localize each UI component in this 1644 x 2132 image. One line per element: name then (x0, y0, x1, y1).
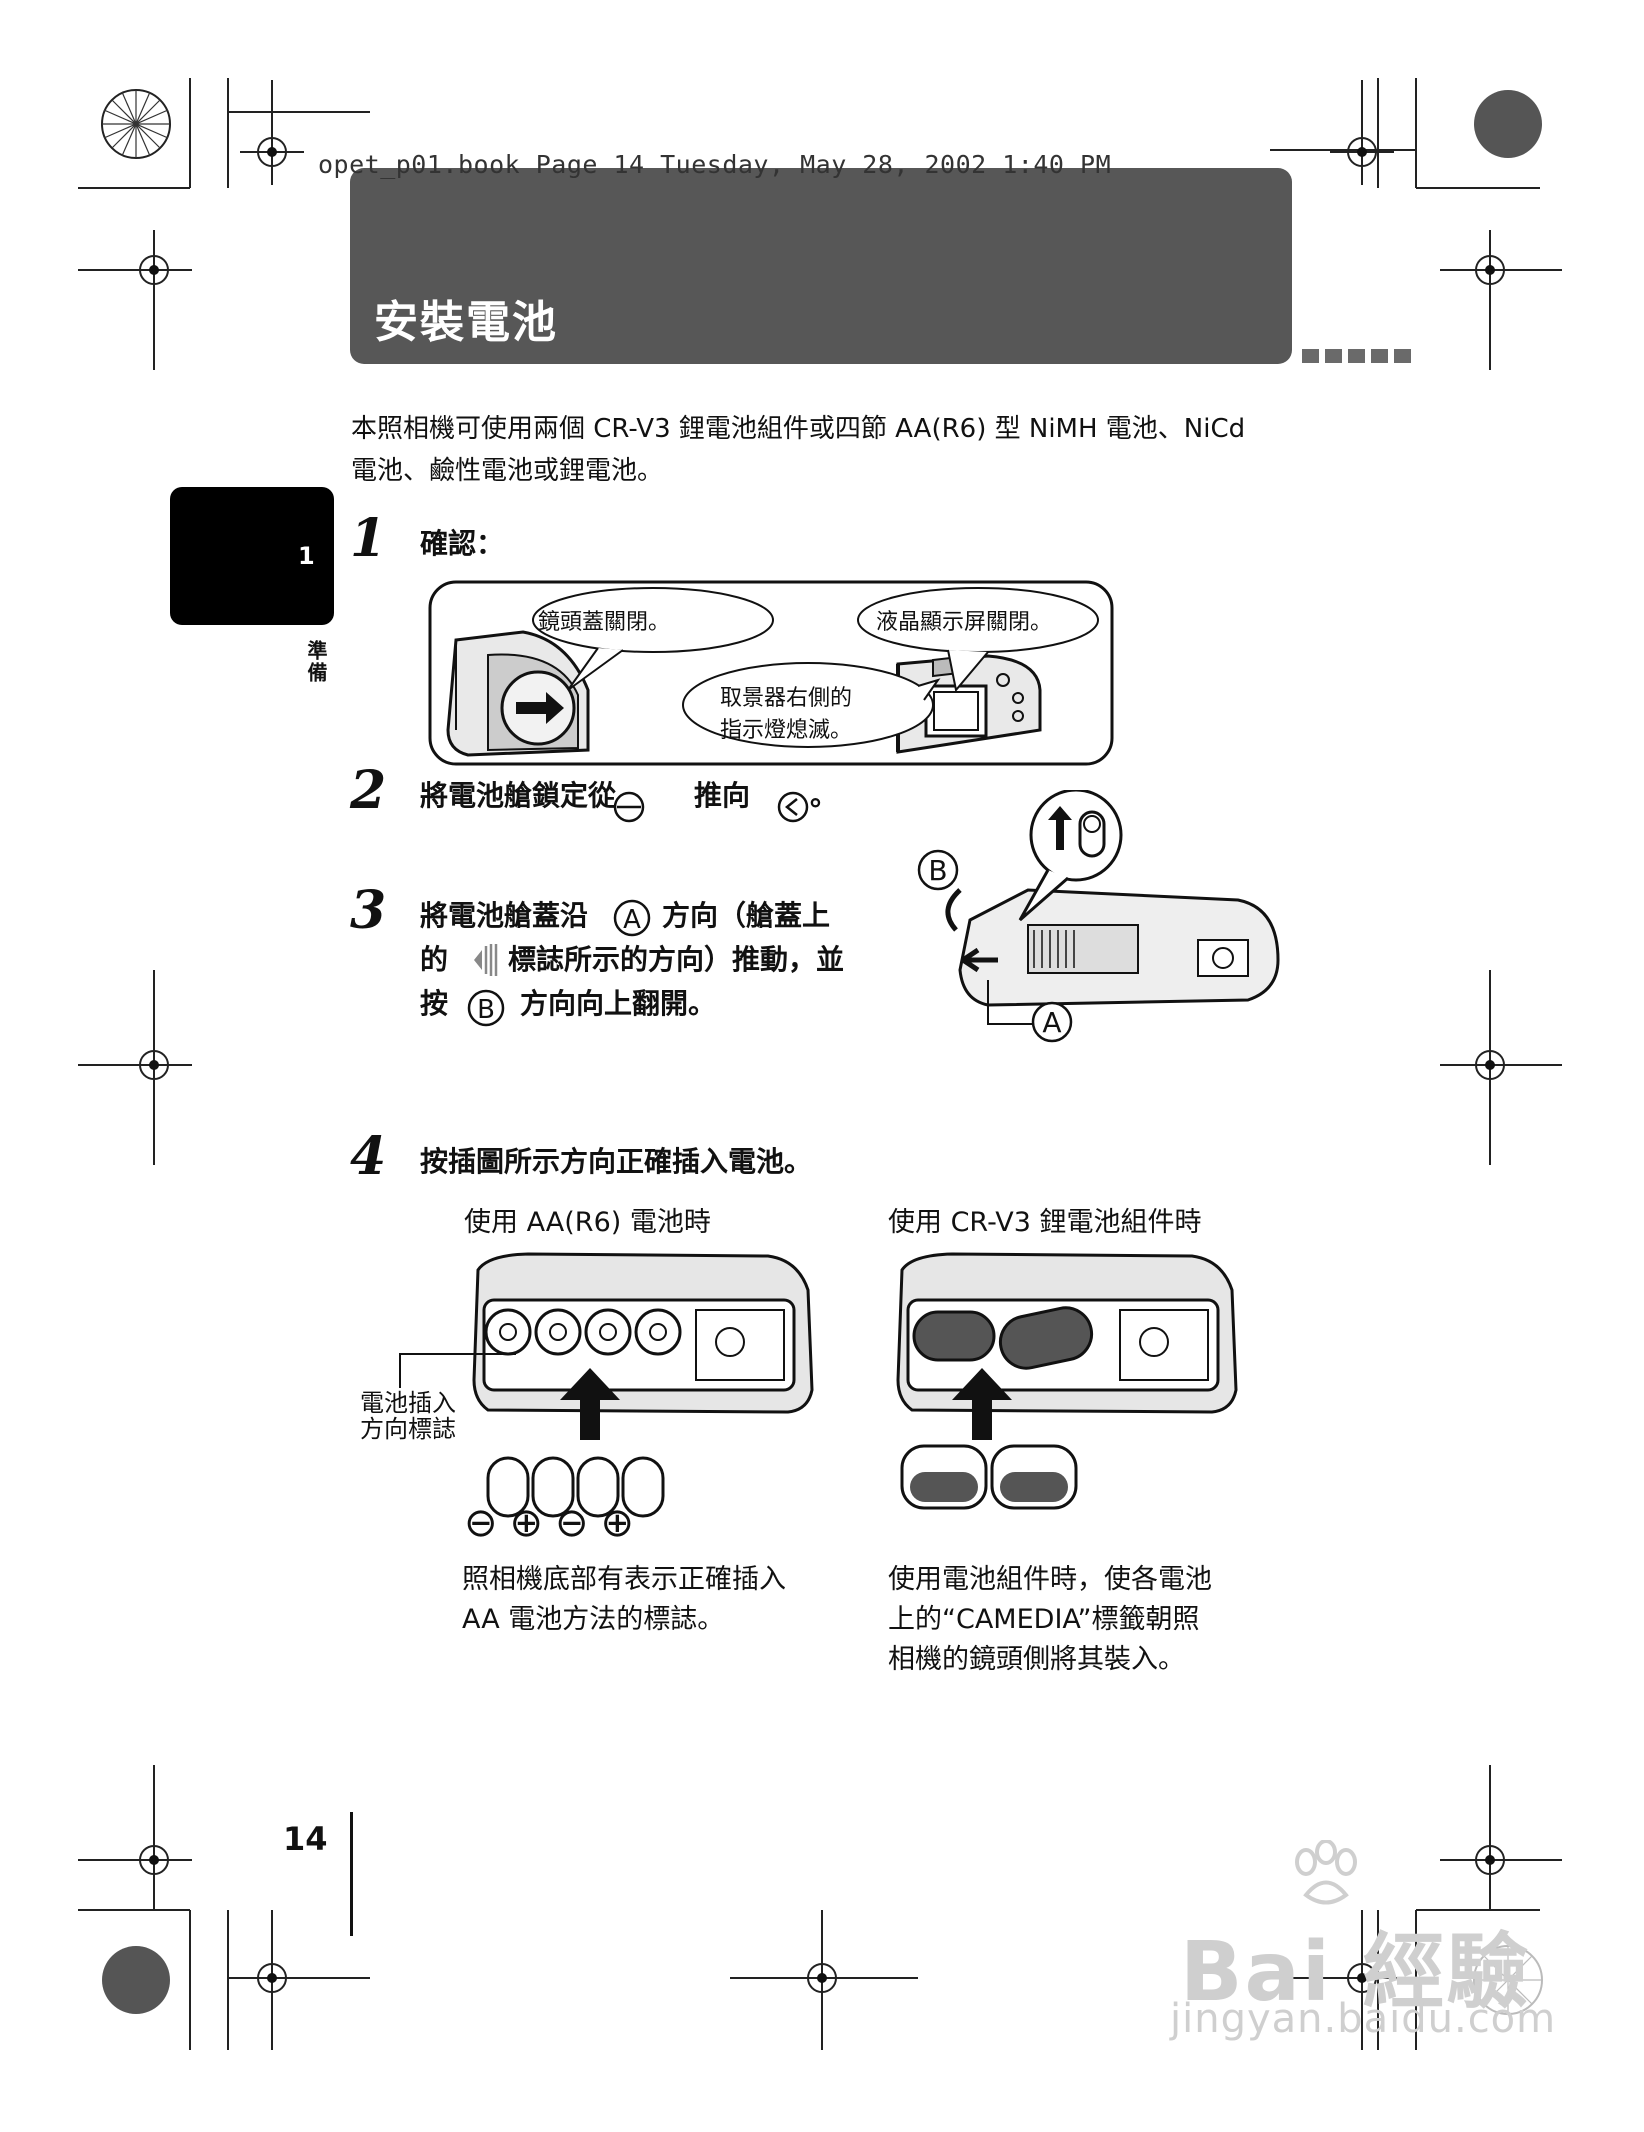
step-2-text-a: 將電池艙鎖定從 (420, 779, 617, 812)
paw-logo-icon (1295, 1840, 1357, 1905)
unlock-position-icon (777, 791, 809, 823)
camera-front-drawing (446, 630, 590, 757)
step-3-number: 3 (350, 880, 387, 941)
mark-callout-line (399, 1353, 516, 1388)
step-2-number: 2 (350, 760, 387, 821)
direction-mark-label-line-2: 方向標誌 (360, 1415, 456, 1443)
crv3-caption-line-1: 使用電池組件時，使各電池 (888, 1564, 1212, 1595)
watermark-logo: Bai 經驗 (1180, 1925, 1531, 2020)
step-3-line-1a: 將電池艙蓋沿 (420, 899, 589, 932)
label-b-circle: B (917, 849, 959, 891)
viewfinder-bubble-line-2: 指示燈熄滅。 (720, 718, 853, 743)
aa-battery-illustration (472, 1252, 814, 1518)
step-4-text: 按插圖所示方向正確插入電池。 (420, 1145, 813, 1178)
step-4-number: 4 (350, 1126, 387, 1187)
intro-line-1: 本照相機可使用兩個 CR-V3 鋰電池組件或四節 AA(R6) 型 NiMH 電… (351, 414, 1246, 444)
chapter-number: 1 (298, 542, 315, 570)
direction-mark-label: 電池插入 方向標誌 (356, 1390, 456, 1442)
cover-direction-mark-icon (474, 944, 498, 976)
crv3-battery-illustration (896, 1252, 1238, 1510)
svg-text:B: B (477, 995, 495, 1025)
viewfinder-bubble-line-1: 取景器右側的 (720, 686, 853, 711)
direction-mark-label-line-1: 電池插入 (360, 1389, 456, 1417)
aa-caption-line-1: 照相機底部有表示正確插入 (462, 1564, 786, 1595)
step-1-number: 1 (350, 508, 387, 569)
lock-position-icon (613, 791, 645, 823)
step-3-line-3b: 方向向上翻開。 (520, 987, 717, 1020)
step-2-text-b: 推向 (694, 779, 751, 812)
title-band (350, 168, 1292, 364)
step-1-text: 確認： (420, 527, 505, 560)
polarity-plus-1: ⊕ (509, 1500, 544, 1546)
svg-text:A: A (623, 905, 641, 935)
step-3-line-3a: 按 (420, 987, 449, 1020)
circle-a-icon: A (613, 899, 651, 937)
file-info-line: opet_p01.book Page 14 Tuesday, May 28, 2… (318, 150, 1112, 179)
aa-section-heading: 使用 AA(R6) 電池時 (464, 1207, 711, 1238)
polarity-minus-2: ⊖ (555, 1500, 589, 1546)
lcd-bubble-text: 液晶顯示屏關閉。 (876, 610, 1053, 635)
polarity-minus-1: ⊖ (464, 1500, 498, 1546)
chapter-tab (170, 487, 334, 625)
polarity-symbols: ⊖ ⊕ ⊖ ⊕ (464, 1500, 634, 1546)
circle-b-icon: B (467, 989, 505, 1027)
crv3-caption-line-3: 相機的鏡頭側將其裝入。 (888, 1644, 1185, 1675)
page-number-rule (350, 1812, 353, 1936)
label-a-circle: A (1031, 1001, 1073, 1043)
intro-line-2: 電池、鹼性電池或鋰電池。 (351, 456, 664, 486)
battery-cover-illustration (945, 790, 1280, 1025)
aa-caption-line-2: AA 電池方法的標誌。 (462, 1604, 725, 1635)
crv3-section-heading: 使用 CR-V3 鋰電池組件時 (888, 1207, 1202, 1238)
lens-bubble-text: 鏡頭蓋關閉。 (538, 610, 671, 635)
title-decoration-squares (1302, 349, 1411, 363)
crv3-caption-line-2: 上的“CAMEDIA”標籤朝照 (888, 1604, 1200, 1635)
page-number: 14 (283, 1820, 328, 1858)
step-3-line-2b: 標誌所示的方向）推動，並 (508, 943, 845, 976)
step-2-period: 。 (810, 779, 839, 812)
svg-text:B: B (928, 854, 947, 887)
step-3-line-2a: 的 (420, 943, 449, 976)
polarity-plus-2: ⊕ (600, 1500, 635, 1546)
aa-caption: 照相機底部有表示正確插入 AA 電池方法的標誌。 (462, 1560, 786, 1640)
camera-check-illustration (428, 580, 1114, 766)
intro-paragraph: 本照相機可使用兩個 CR-V3 鋰電池組件或四節 AA(R6) 型 NiMH 電… (351, 408, 1291, 492)
watermark-url: jingyan.baidu.com (1170, 1996, 1557, 2042)
crv3-caption: 使用電池組件時，使各電池 上的“CAMEDIA”標籤朝照 相機的鏡頭側將其裝入。 (888, 1560, 1212, 1680)
chapter-label: 準備 (304, 640, 328, 684)
page-title: 安裝電池 (374, 297, 558, 348)
svg-text:A: A (1042, 1006, 1061, 1039)
step-3-line-1b: 方向（艙蓋上 (662, 899, 831, 932)
